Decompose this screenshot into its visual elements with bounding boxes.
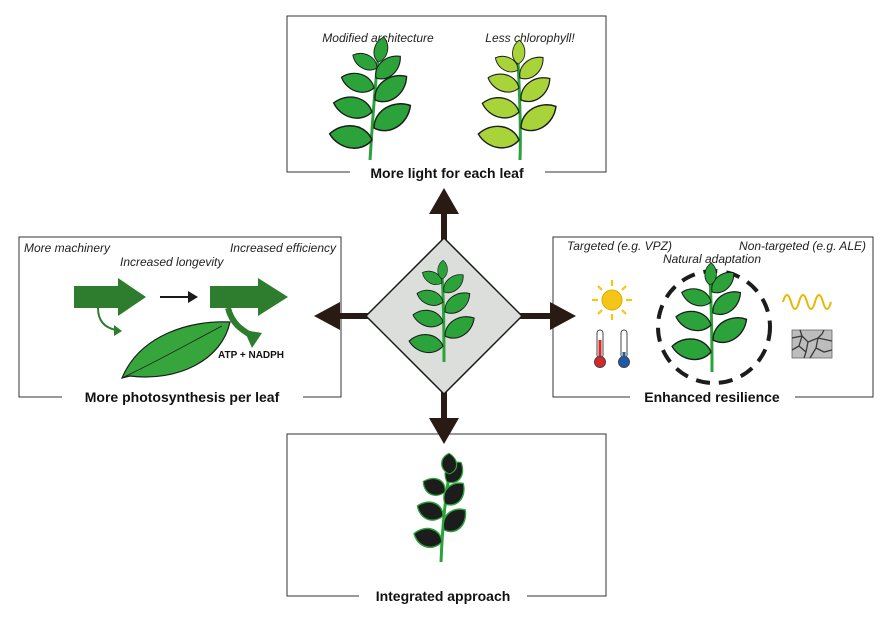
- center-diamond: [364, 236, 524, 396]
- photosynthesis-leaf: [120, 321, 231, 379]
- right-panel: Targeted (e.g. VPZ) Non-targeted (e.g. A…: [552, 236, 874, 405]
- machinery-branch-arrow: [97, 307, 117, 331]
- left-panel-frame: [18, 236, 342, 398]
- thermometer-hot-icon: [594, 329, 606, 368]
- top-panel-title: More light for each leaf: [370, 165, 524, 181]
- more-machinery-label: More machinery: [24, 241, 111, 255]
- plant-modified-architecture: [326, 34, 418, 161]
- integrated-plant: [410, 451, 473, 563]
- natural-adaptation-label: Natural adaptation: [663, 252, 761, 266]
- arrow-right-head: [550, 302, 576, 330]
- non-targeted-label: Non-targeted (e.g. ALE): [739, 239, 866, 253]
- arrow-down-head: [429, 418, 459, 444]
- center-plant: [406, 259, 480, 363]
- top-panel: Modified architecture Less chlorophyll!: [286, 15, 607, 181]
- left-panel-title: More photosynthesis per leaf: [85, 389, 280, 405]
- arrow-left-head: [314, 302, 340, 330]
- machinery-arrow: [74, 278, 146, 316]
- increased-longevity-label: Increased longevity: [120, 255, 224, 269]
- modified-architecture-label: Modified architecture: [322, 31, 434, 45]
- efficiency-branch-arrowhead: [244, 330, 262, 348]
- left-panel: More machinery Increased longevity Incre…: [18, 236, 342, 405]
- right-panel-frame: [552, 236, 874, 398]
- arrow-up-head: [429, 188, 459, 214]
- sun-icon: [592, 280, 632, 320]
- plant-less-chlorophyll: [475, 38, 563, 161]
- targeted-label: Targeted (e.g. VPZ): [567, 239, 672, 253]
- resilient-plant: [669, 261, 753, 373]
- dry-soil-icon: [791, 329, 833, 359]
- increased-efficiency-label: Increased efficiency: [230, 241, 337, 255]
- efficiency-arrow: [210, 278, 288, 316]
- bottom-panel: Integrated approach: [286, 433, 607, 604]
- less-chlorophyll-label: Less chlorophyll!: [485, 31, 575, 45]
- wave-icon: [782, 294, 832, 310]
- top-panel-frame: [286, 15, 607, 173]
- thermometer-cold-icon: [618, 329, 630, 368]
- right-panel-title: Enhanced resilience: [644, 389, 780, 405]
- bottom-panel-title: Integrated approach: [376, 588, 511, 604]
- atp-nadph-label: ATP + NADPH: [218, 350, 284, 361]
- progression-arrowhead: [188, 291, 198, 303]
- machinery-branch-arrowhead: [114, 325, 122, 336]
